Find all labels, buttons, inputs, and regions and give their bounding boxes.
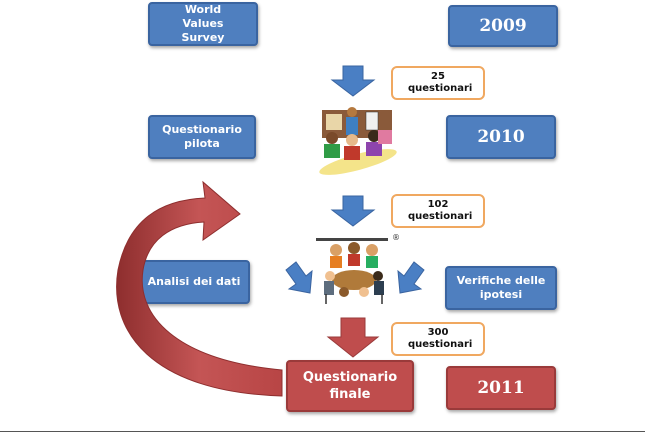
note-25-label: 25 questionari <box>408 71 473 94</box>
verifiche-delle-ipotesi-box: Verifiche delle ipotesi <box>445 266 557 310</box>
diagonal-arrow-right <box>397 261 425 294</box>
meeting-clipart <box>316 238 388 304</box>
note-25-questionari: 25 questionari <box>391 66 485 100</box>
questionario-pilota-label: Questionario pilota <box>162 123 242 150</box>
classroom-clipart <box>319 107 397 175</box>
note-102-label: 102 questionari <box>408 199 473 222</box>
down-arrow-1 <box>330 65 376 97</box>
down-arrow-2 <box>330 195 376 227</box>
analisi-dei-dati-label: Analisi dei dati <box>147 275 241 288</box>
down-arrow-red <box>326 317 380 358</box>
year-2011-label: 2011 <box>477 378 525 398</box>
year-2010-label: 2010 <box>477 127 525 147</box>
questionario-pilota-box: Questionario pilota <box>148 115 256 159</box>
diagonal-arrow-left <box>285 261 313 294</box>
questionario-finale-label: Questionario finale <box>302 370 398 402</box>
year-2011-box: 2011 <box>446 366 556 410</box>
registered-mark: ® <box>392 233 400 242</box>
world-values-survey-label: World Values Survey <box>181 3 225 44</box>
note-102-questionari: 102 questionari <box>391 194 485 228</box>
note-300-label: 300 questionari <box>408 327 473 350</box>
note-300-questionari: 300 questionari <box>391 322 485 356</box>
loop-arrow <box>116 180 283 397</box>
world-values-survey-box: World Values Survey <box>148 2 258 46</box>
analisi-dei-dati-box: Analisi dei dati <box>138 260 250 304</box>
year-2009-label: 2009 <box>479 16 527 36</box>
year-2009-box: 2009 <box>448 5 558 47</box>
bottom-divider-line <box>0 431 645 432</box>
year-2010-box: 2010 <box>446 115 556 159</box>
questionario-finale-box: Questionario finale <box>286 360 414 412</box>
verifiche-delle-ipotesi-label: Verifiche delle ipotesi <box>456 274 546 301</box>
